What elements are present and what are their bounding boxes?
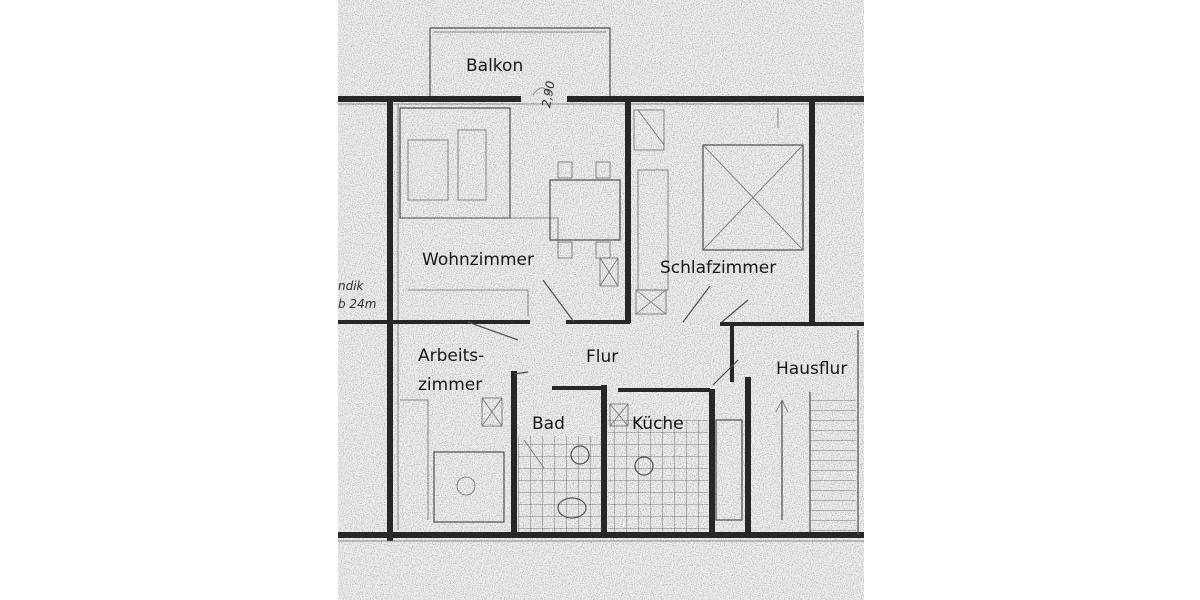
floor-plan-drawing: Balkon Wohnzimmer Schlafzimmer Arbeits- … bbox=[338, 0, 864, 600]
floor-plan: Balkon Wohnzimmer Schlafzimmer Arbeits- … bbox=[338, 0, 864, 600]
paper-grain bbox=[338, 0, 864, 600]
